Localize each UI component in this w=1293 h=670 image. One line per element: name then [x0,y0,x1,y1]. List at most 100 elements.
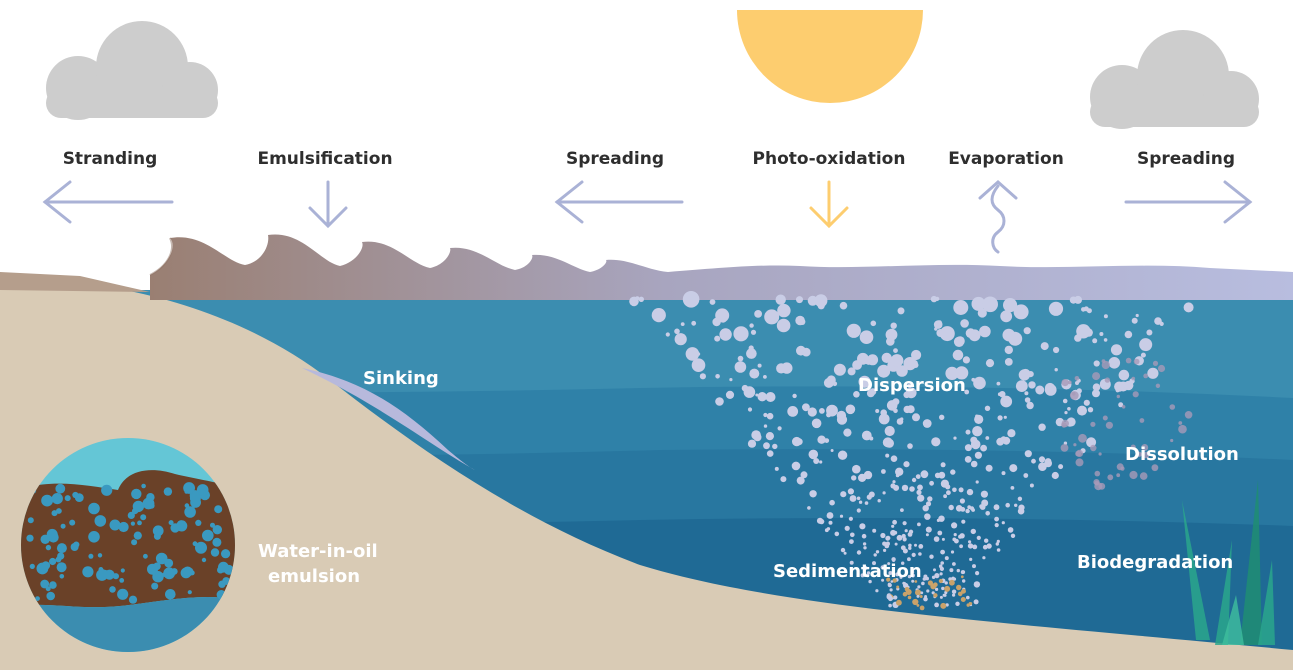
droplet [1139,418,1145,423]
droplet [674,333,687,346]
droplet [120,525,125,531]
droplet [109,586,116,593]
droplet [982,556,986,560]
droplet [176,520,188,532]
droplet [980,444,987,452]
droplet [872,528,877,533]
droplet [737,355,744,362]
droplet [962,356,971,364]
droplet [817,302,825,310]
droplet [807,506,811,510]
droplet [886,594,892,600]
droplet [1116,473,1121,478]
droplet [959,544,963,549]
droplet [952,487,957,493]
droplet [796,296,803,304]
droplet [109,519,121,531]
droplet [750,329,757,335]
droplet [897,307,905,315]
droplet [946,490,951,496]
droplet [757,363,762,368]
droplet [846,323,861,338]
droplet [1077,405,1087,416]
label-spreading-left: Spreading [566,149,664,169]
droplet [1010,486,1015,490]
droplet [218,561,229,573]
droplet [69,519,76,526]
droplet [824,438,830,443]
droplet [817,435,826,444]
droplet [26,534,34,542]
droplet [896,365,908,377]
label-photo-oxidation: Photo-oxidation [753,149,906,169]
droplet [902,521,907,526]
droplet [680,322,685,326]
droplet [1146,329,1153,336]
droplet [1038,423,1046,431]
droplet [765,432,775,441]
droplet [791,461,801,471]
droplet [873,553,877,557]
droplet [858,500,863,504]
droplet [918,552,922,556]
droplet [973,581,981,588]
droplet [221,549,231,559]
droplet [985,464,993,472]
droplet [862,542,867,546]
droplet [904,529,908,533]
droplet [941,537,945,541]
droplet [1178,424,1187,434]
droplet [1101,360,1110,370]
droplet [886,400,898,411]
droplet [56,508,62,514]
droplet [849,495,857,502]
droplet [864,356,873,365]
droplet [1003,415,1007,419]
droplet [917,522,921,527]
droplet [72,491,79,499]
droplet [961,570,966,574]
droplet [741,384,749,392]
droplet [993,504,1000,511]
droplet [187,590,192,595]
droplet [1014,503,1018,507]
droplet [212,525,222,535]
droplet [1076,324,1091,339]
droplet [1099,332,1104,336]
droplet [1157,364,1166,373]
droplet [986,543,992,549]
droplet [982,544,988,550]
droplet [131,539,138,546]
droplet [896,585,900,589]
droplet [755,393,759,397]
droplet [939,595,943,599]
droplet [1067,407,1071,411]
label-sinking: Sinking [363,368,439,389]
droplet [891,524,895,528]
droplet [945,366,959,380]
droplet [920,591,924,595]
droplet [88,553,94,559]
droplet [853,391,860,398]
droplet [889,588,893,592]
droplet [982,296,998,313]
droplet [96,569,108,581]
droplet [1061,419,1070,428]
droplet [833,363,846,376]
droplet [933,593,938,598]
droplet [949,568,954,573]
droplet [936,329,945,337]
droplet [1092,338,1098,344]
droplet [1113,361,1119,367]
droplet [88,502,100,515]
droplet [911,579,915,583]
droplet [1170,438,1174,443]
droplet [930,295,938,303]
droplet [911,570,915,574]
droplet [866,494,872,500]
arrow-icon [554,180,684,224]
droplet [892,480,896,484]
droplet [210,548,220,557]
droplet [840,547,846,553]
